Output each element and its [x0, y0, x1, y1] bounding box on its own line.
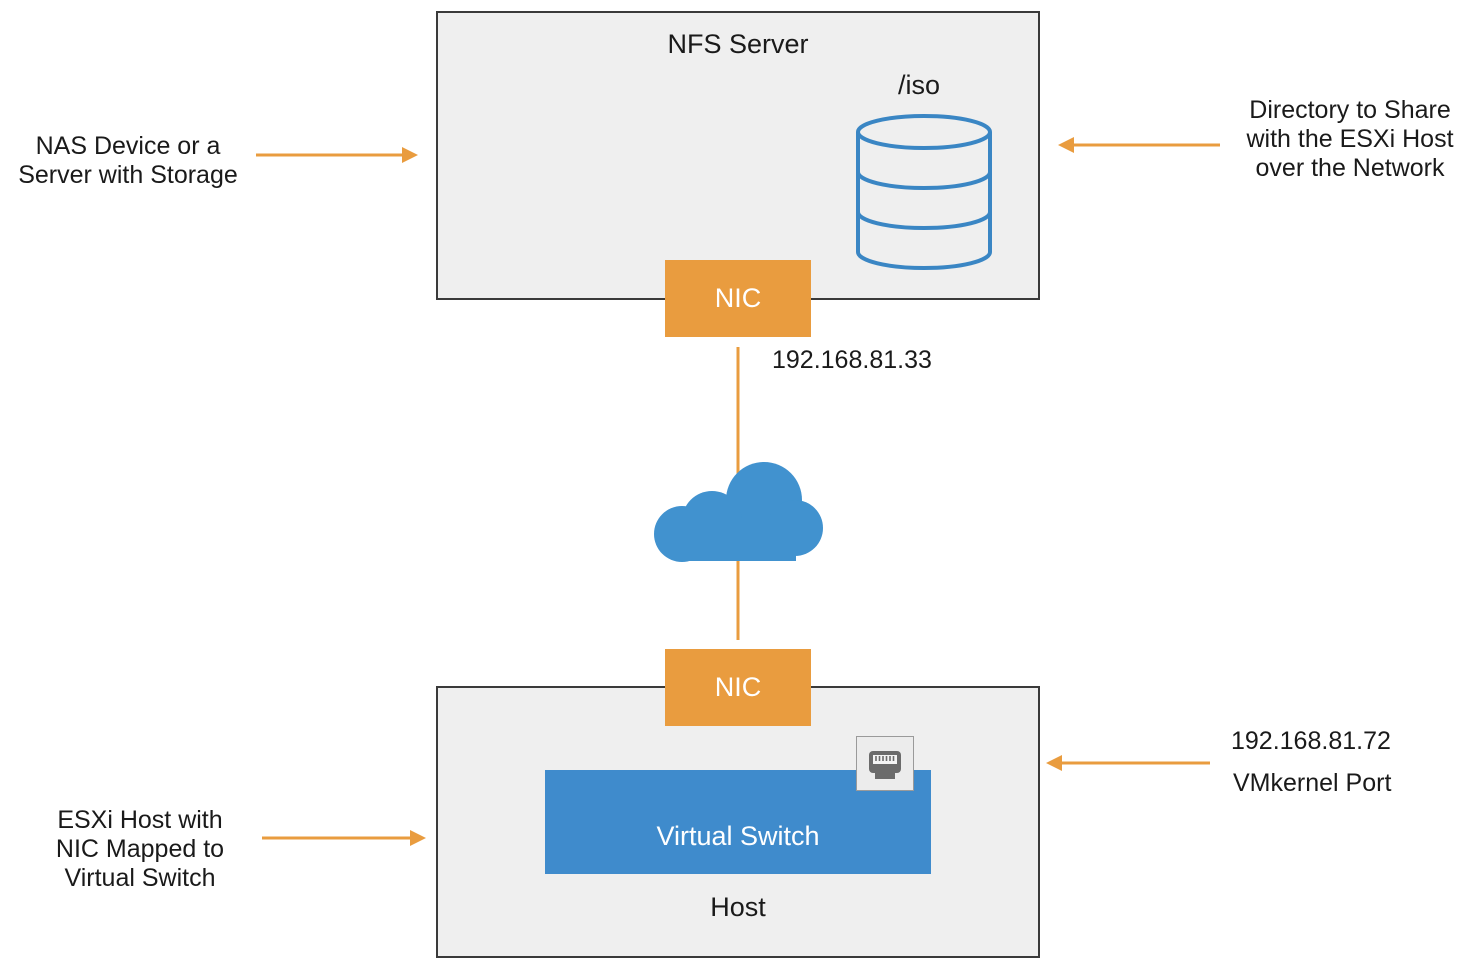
nfs-server-nic: NIC [665, 260, 811, 337]
esxi-host-callout: ESXi Host with NIC Mapped to Virtual Swi… [55, 806, 225, 892]
host-nic: NIC [665, 649, 811, 726]
vmkernel-ip: 192.168.81.72 [1231, 727, 1391, 755]
network-port-icon [869, 751, 901, 779]
nas-device-callout: NAS Device or a Server with Storage [18, 132, 238, 189]
nfs-server-title: NFS Server [667, 29, 809, 59]
nfs-server-ip: 192.168.81.33 [772, 346, 932, 374]
arrow-right-icon [256, 147, 418, 163]
virtual-switch-label: Virtual Switch [656, 820, 820, 851]
vmkernel-port-label: VMkernel Port [1233, 769, 1392, 797]
share-path-label: /iso [898, 70, 941, 100]
arrow-left-icon [1058, 137, 1220, 153]
vmkernel-port [856, 736, 914, 791]
directory-share-callout: Directory to Share with the ESXi Host ov… [1246, 96, 1454, 182]
arrow-right-icon [262, 830, 426, 846]
arrow-left-icon [1046, 755, 1210, 771]
host-title: Host [710, 892, 766, 922]
nfs-server-box: NFS Server [436, 11, 1040, 300]
